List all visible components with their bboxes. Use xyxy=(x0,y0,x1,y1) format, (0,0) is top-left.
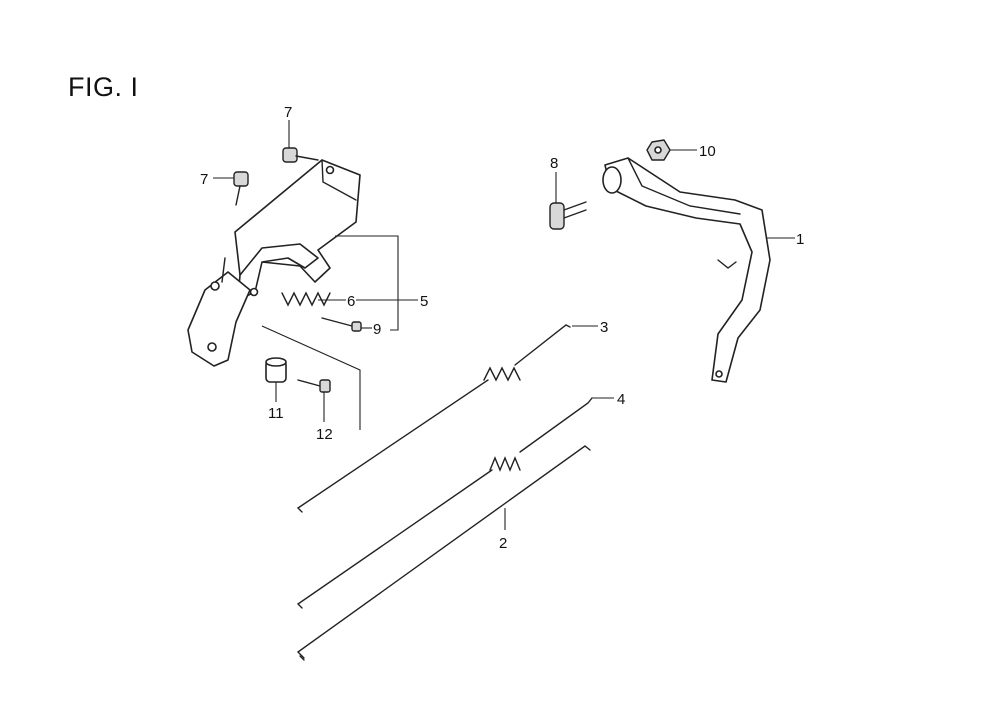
rod-line xyxy=(296,445,591,659)
lever-body xyxy=(604,157,771,383)
control-rod-3 xyxy=(296,324,571,513)
lever-tab xyxy=(717,259,737,269)
collar-top xyxy=(265,357,287,367)
callouts: 1 2 3 4 5 6 7 7 8 9 10 11 12 xyxy=(200,104,804,552)
bolt-head xyxy=(319,379,331,393)
bolt-12 xyxy=(297,379,331,393)
rod-lower xyxy=(296,379,489,513)
callout-1: 1 xyxy=(796,231,804,248)
bracket-hole xyxy=(210,281,220,291)
bolt-7-upper xyxy=(282,147,319,163)
lever-pivot-boss xyxy=(602,166,622,194)
rod-lower xyxy=(296,469,493,609)
leader-lines xyxy=(213,120,795,530)
collar-11 xyxy=(265,357,287,383)
bolt-head xyxy=(233,171,249,187)
leader-5 xyxy=(335,235,418,331)
screw-shank xyxy=(321,317,353,327)
lever-end-hole xyxy=(715,370,723,378)
bolt-shank xyxy=(235,185,241,206)
bolt-7-left xyxy=(233,171,249,206)
bracket-lower-plate xyxy=(187,271,251,367)
bracket-hole xyxy=(249,287,259,297)
rod-upper xyxy=(519,397,593,453)
throttle-lever-1 xyxy=(602,157,771,383)
callout-10: 10 xyxy=(699,143,716,160)
screw-head xyxy=(351,321,362,332)
spring-6 xyxy=(281,291,331,307)
figure-title: FIG. I xyxy=(68,72,139,102)
bracket-edge xyxy=(221,257,226,283)
rod-end xyxy=(299,655,305,661)
rod-spring xyxy=(483,366,521,382)
rod-spring xyxy=(489,456,521,472)
lever-edge xyxy=(627,157,741,215)
nut-hole xyxy=(654,146,662,154)
callout-9: 9 xyxy=(373,321,381,338)
bolt-head xyxy=(282,147,298,163)
callout-4: 4 xyxy=(617,391,625,408)
control-rod-4 xyxy=(296,397,593,609)
spring-coil xyxy=(281,291,331,307)
control-bracket-assembly xyxy=(187,159,361,367)
callout-3: 3 xyxy=(600,319,608,336)
bolt-shank xyxy=(295,155,319,161)
bolt-shank xyxy=(297,379,321,387)
callout-5: 5 xyxy=(420,293,428,310)
nut-10 xyxy=(646,139,671,161)
screw-9 xyxy=(321,317,362,332)
group-bracket-line xyxy=(261,325,361,430)
callout-2: 2 xyxy=(499,535,507,552)
bolt-shank xyxy=(563,201,587,219)
callout-7-upper: 7 xyxy=(284,104,292,121)
callout-11: 11 xyxy=(268,405,284,422)
callout-7-left: 7 xyxy=(200,171,208,188)
rod-upper xyxy=(514,324,571,366)
bracket-fold-line xyxy=(321,159,357,201)
callout-8: 8 xyxy=(550,155,558,172)
bracket-hole xyxy=(325,165,335,175)
pivot-bolt-8 xyxy=(549,201,587,230)
control-rod-2 xyxy=(296,445,591,661)
callout-6: 6 xyxy=(347,293,355,310)
callout-12: 12 xyxy=(316,426,333,443)
bracket-hole xyxy=(207,342,217,352)
bolt-head xyxy=(549,202,565,230)
